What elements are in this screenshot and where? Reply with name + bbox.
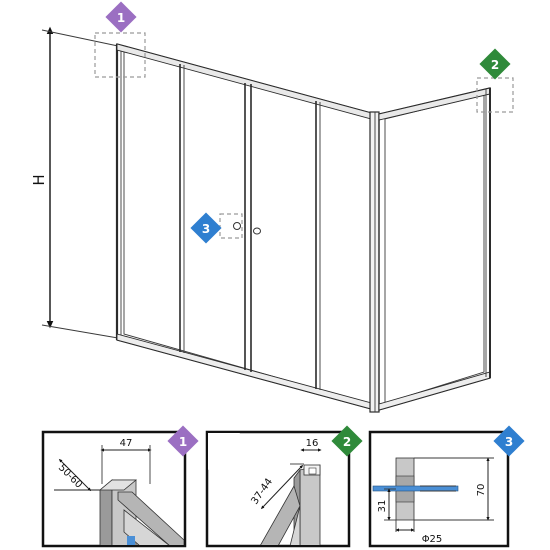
- door-panels: [179, 64, 321, 390]
- detail-panel-3: 70 31 Φ25 3: [368, 425, 525, 548]
- handle-section: [372, 457, 459, 521]
- side-wall: [378, 87, 491, 411]
- detail-1-width-label: 47: [120, 438, 133, 449]
- detail-panel-2: 16 37-44 2: [205, 425, 363, 548]
- svg-text:2: 2: [343, 435, 351, 449]
- marker-2: 2: [479, 48, 511, 80]
- svg-text:2: 2: [491, 58, 499, 72]
- svg-text:3: 3: [505, 435, 513, 449]
- detail-2-width-label: 16: [306, 438, 319, 449]
- svg-text:3: 3: [202, 222, 210, 236]
- callout-box-1: [94, 32, 146, 78]
- detail-3-offset-label: 31: [377, 500, 388, 513]
- detail-3-height-label: 70: [476, 484, 487, 497]
- callout-box-3: [219, 213, 243, 239]
- height-label: H: [30, 174, 48, 185]
- marker-1: 1: [105, 1, 137, 33]
- detail-marker-2: 2: [331, 425, 363, 457]
- main-drawing: H: [30, 1, 514, 413]
- svg-text:1: 1: [117, 11, 125, 25]
- front-wall: [115, 43, 376, 411]
- detail-3-diameter-label: Φ25: [422, 534, 443, 545]
- marker-3: 3: [190, 212, 222, 244]
- detail-panel-1: 47 50-60 1: [41, 425, 199, 548]
- height-dimension: H: [30, 26, 119, 339]
- detail-marker-1: 1: [167, 425, 199, 457]
- corner-post: [369, 111, 380, 413]
- svg-text:1: 1: [179, 435, 187, 449]
- wall-profile-section: [54, 479, 184, 545]
- door-handles: [233, 222, 261, 235]
